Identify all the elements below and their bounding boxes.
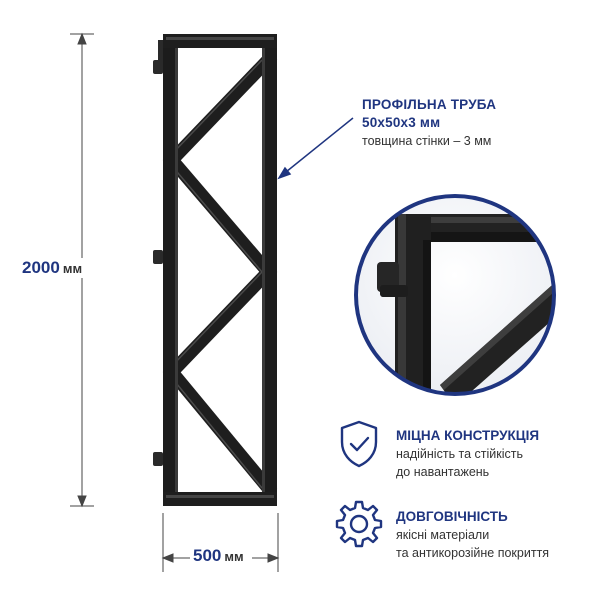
callout-pointer	[277, 117, 354, 180]
feature-title: МІЦНА КОНСТРУКЦІЯ	[396, 428, 540, 443]
height-unit: мм	[62, 261, 83, 276]
height-value: 2000	[22, 258, 60, 277]
profile-title: ПРОФІЛЬНА ТРУБА	[362, 97, 497, 112]
gear-icon	[335, 500, 383, 548]
profile-wall-thickness: товщина стінки – 3 мм	[362, 134, 492, 148]
detail-zoom-circle	[354, 194, 556, 396]
feature-title: ДОВГОВІЧНІСТЬ	[396, 509, 508, 524]
feature-text-line: до навантажень	[396, 465, 490, 479]
width-value: 500	[193, 546, 222, 565]
feature-text-line: якісні матеріали	[396, 528, 490, 542]
feature-text-line: та антикорозійне покриття	[396, 546, 550, 560]
profile-size: 50x50x3 мм	[362, 115, 441, 130]
feature-strength: МІЦНА КОНСТРУКЦІЯ надійність та стійкіст…	[396, 427, 596, 481]
metal-frame	[153, 34, 278, 506]
profile-callout: ПРОФІЛЬНА ТРУБА 50x50x3 мм товщина стінк…	[362, 96, 592, 150]
feature-durability: ДОВГОВІЧНІСТЬ якісні матеріали та антико…	[396, 508, 596, 562]
shield-check-icon	[340, 420, 378, 468]
width-unit: мм	[224, 549, 244, 564]
feature-text-line: надійність та стійкість	[396, 447, 524, 461]
width-dimension-line	[161, 513, 280, 572]
